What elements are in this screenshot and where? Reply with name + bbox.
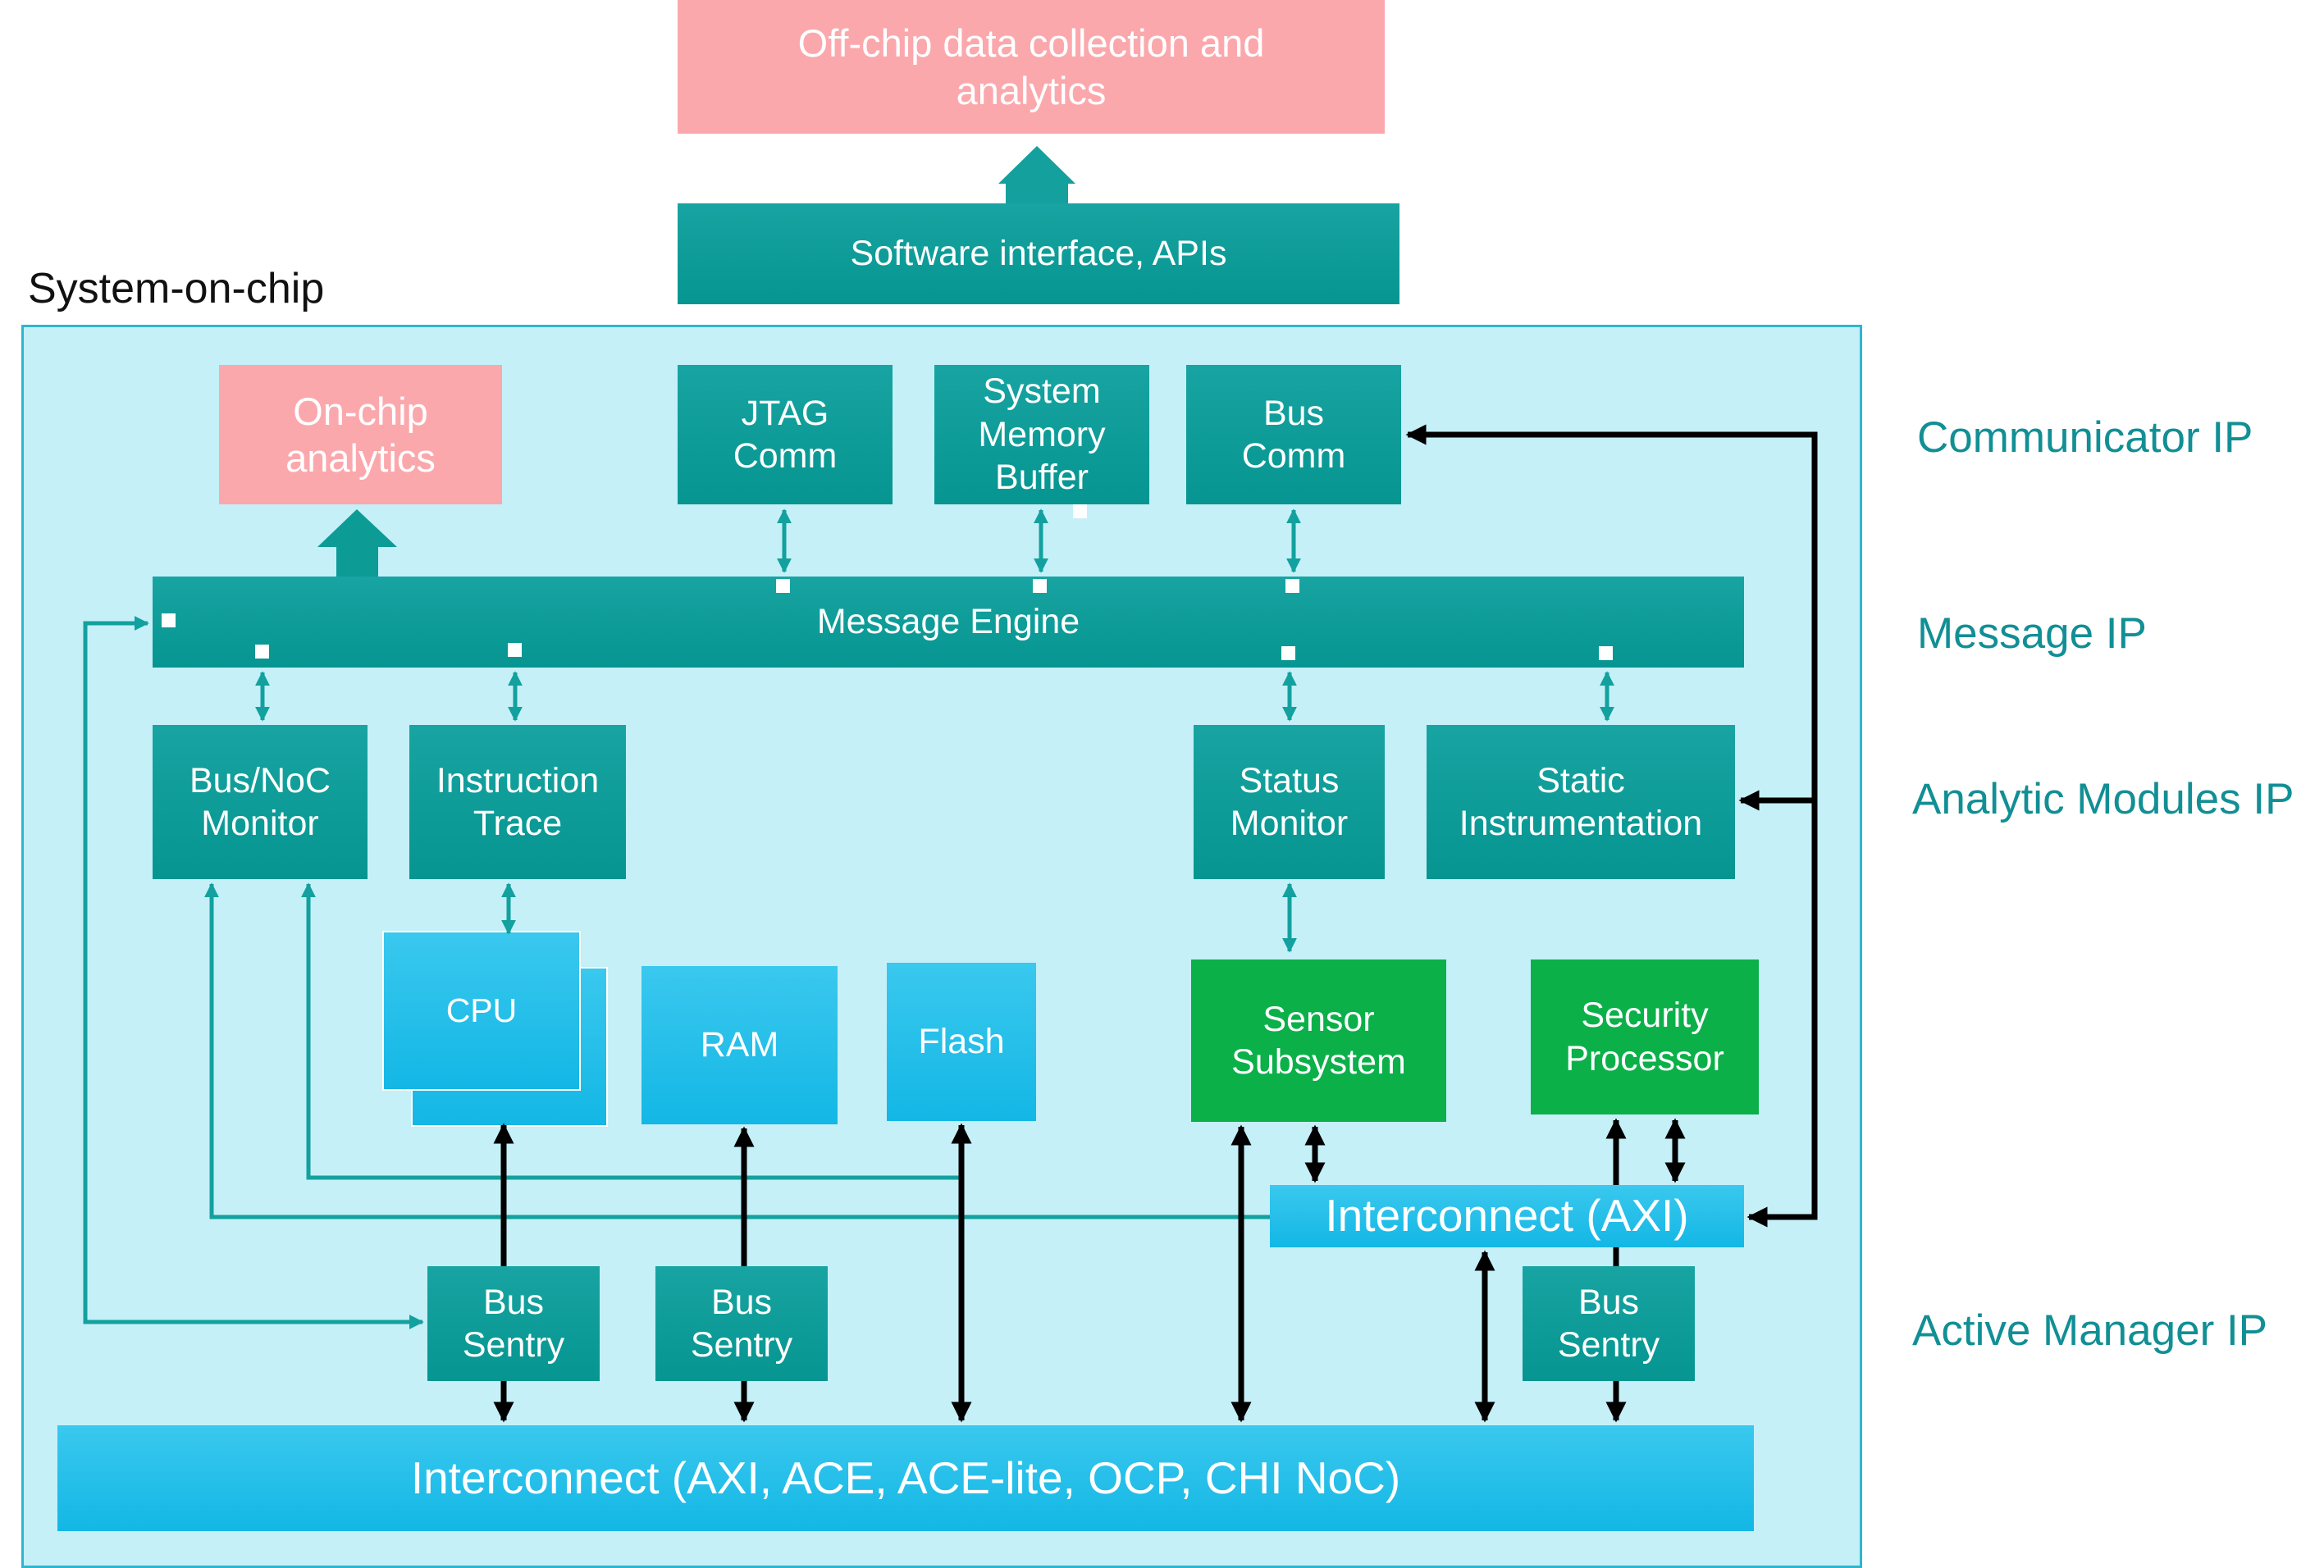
offchip-analytics-box[interactable]: Off-chip data collection and analytics: [678, 0, 1385, 134]
main-interconnect-bar[interactable]: Interconnect (AXI, ACE, ACE-lite, OCP, C…: [57, 1425, 1754, 1531]
layer-label-message: Message IP: [1917, 609, 2147, 658]
system-memory-buffer-box[interactable]: System Memory Buffer: [934, 365, 1149, 504]
ram-box[interactable]: RAM: [641, 966, 838, 1124]
port-msg-sysmem: [1033, 579, 1047, 593]
arrow-axi-to-buscomm: [1405, 424, 1818, 1228]
line-flash-to-monitor: [301, 882, 959, 1180]
port-msg-instr: [508, 643, 522, 657]
line-bussentry-to-msg: [83, 616, 424, 1329]
port-msg-buscomm: [1285, 579, 1299, 593]
soc-label: System-on-chip: [28, 265, 325, 312]
up-arrow-to-offchip: [998, 146, 1075, 203]
layer-label-active: Active Manager IP: [1912, 1306, 2268, 1355]
onchip-analytics-box[interactable]: On-chip analytics: [219, 365, 502, 504]
sensor-subsystem-box[interactable]: Sensor Subsystem: [1191, 959, 1446, 1122]
jtag-comm-box[interactable]: JTAG Comm: [678, 365, 893, 504]
bus-comm-box[interactable]: Bus Comm: [1186, 365, 1401, 504]
port-msg-left: [162, 613, 176, 627]
port-msg-jtag: [776, 579, 790, 593]
port-msg-static: [1599, 646, 1613, 660]
bus-sentry-3[interactable]: Bus Sentry: [1523, 1266, 1695, 1381]
bus-sentry-1[interactable]: Bus Sentry: [427, 1266, 600, 1381]
status-monitor-box[interactable]: Status Monitor: [1194, 725, 1385, 879]
port-sysmem-bottom: [1073, 504, 1087, 518]
flash-box[interactable]: Flash: [887, 963, 1036, 1121]
port-msg-status: [1281, 646, 1295, 660]
port-msg-busnoc: [255, 645, 269, 659]
instruction-trace-box[interactable]: Instruction Trace: [409, 725, 626, 879]
line-axi-to-monitor: [204, 882, 1270, 1219]
layer-label-analytic: Analytic Modules IP: [1912, 775, 2294, 823]
up-arrow-to-onchip: [317, 509, 397, 577]
layer-label-communicator: Communicator IP: [1917, 413, 2253, 462]
software-interface-box[interactable]: Software interface, APIs: [678, 203, 1399, 304]
bus-sentry-2[interactable]: Bus Sentry: [655, 1266, 828, 1381]
